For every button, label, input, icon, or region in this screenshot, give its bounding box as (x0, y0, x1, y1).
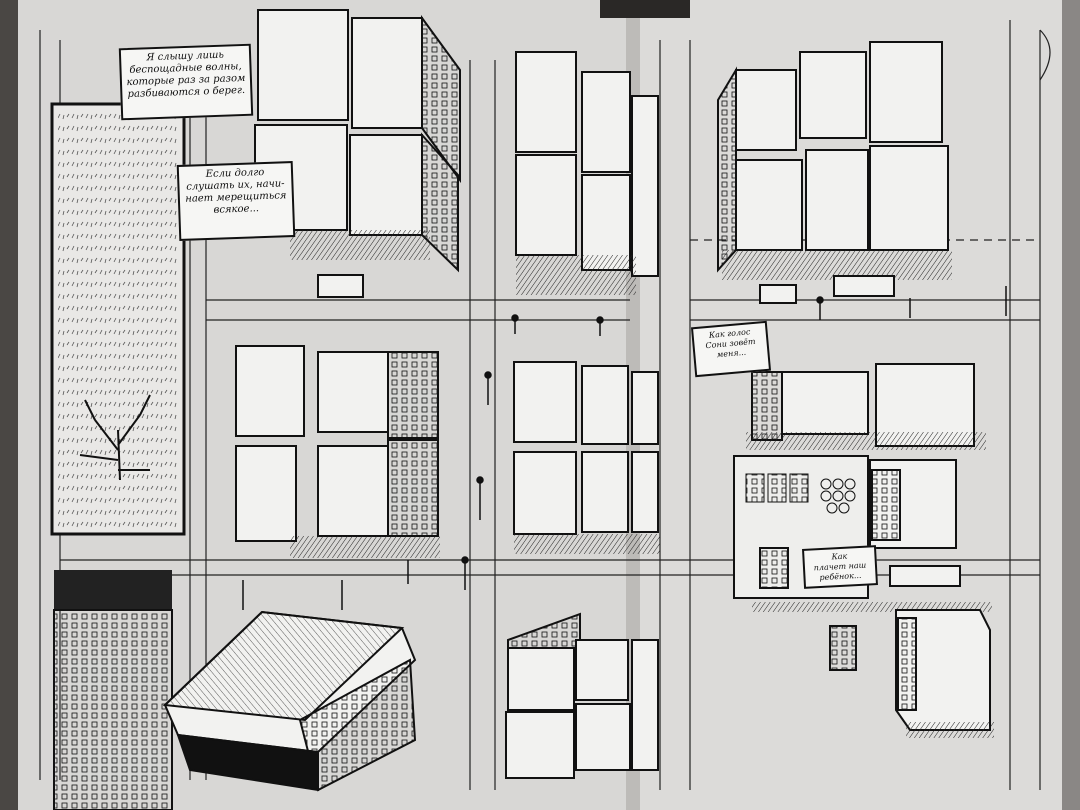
bottom-left-building (53, 570, 173, 810)
park-strip (50, 102, 186, 536)
containers-mid-center (513, 361, 660, 554)
left-edge (0, 0, 18, 810)
containers-mid-left (235, 345, 440, 558)
containers-bottom-right (752, 602, 994, 738)
containers-bottom-center (505, 612, 659, 779)
containers-top-right (717, 41, 952, 304)
barge-drawing (162, 610, 417, 792)
containers-top-center (515, 51, 659, 295)
caption-waves: Я слышу лишь беспощадные волны, которые … (118, 43, 254, 121)
market-block (733, 455, 961, 599)
tree-drawing (79, 394, 151, 481)
caption-voice: Как голос Сони зовёт меня... (690, 320, 772, 378)
caption-listening: Если долго слушать их, начи- нает мерещи… (176, 160, 296, 242)
caption-child: Как плачет наш ребёнок... (802, 545, 878, 589)
containers-mid-right (746, 363, 986, 450)
street-lamps (242, 286, 1007, 610)
